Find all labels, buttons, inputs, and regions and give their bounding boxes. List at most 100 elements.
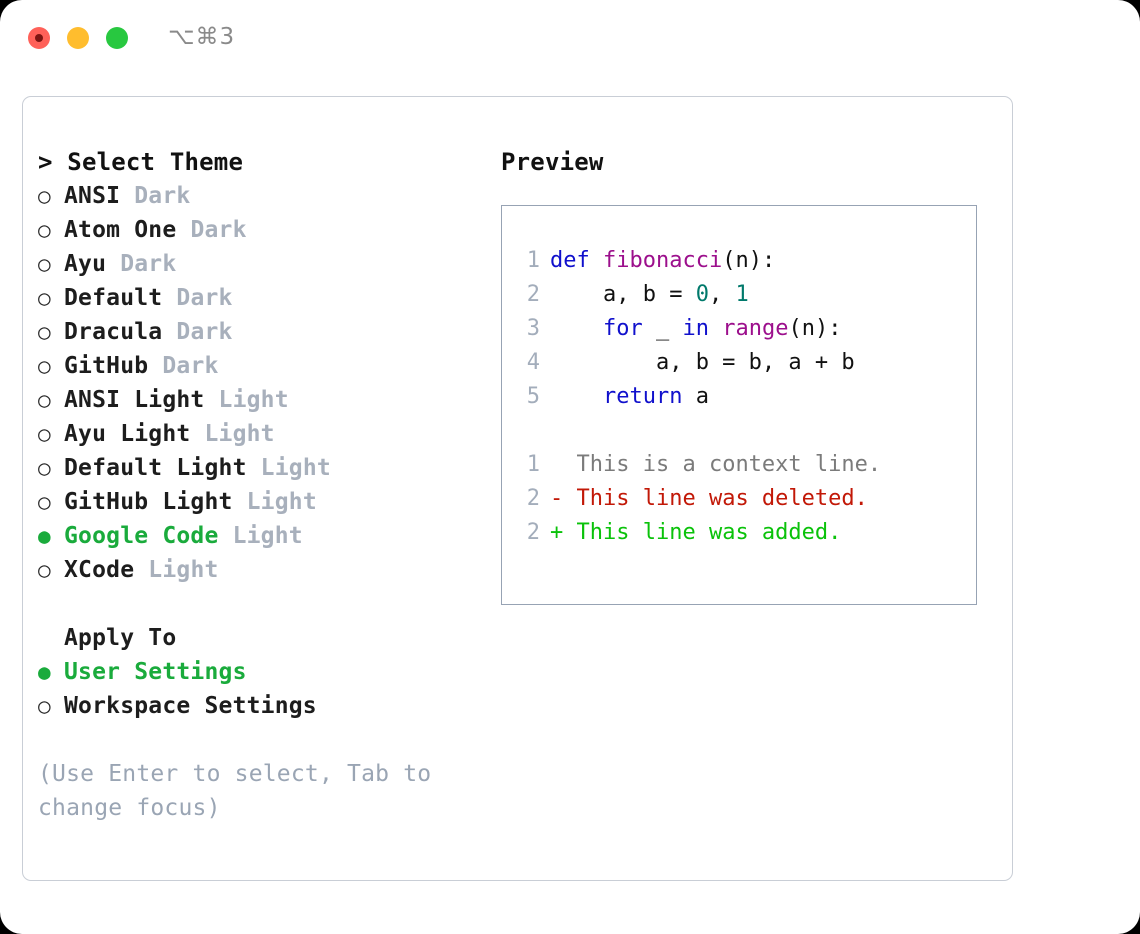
theme-option-github-light[interactable]: ○ GitHub Light Light: [38, 485, 468, 519]
line-number: 3: [526, 316, 540, 341]
theme-option-kind: Dark: [106, 251, 177, 277]
title-bar: ⌥⌘3: [0, 0, 1140, 78]
code-token-num: 1: [735, 282, 749, 307]
radio-unselected-icon: ○: [38, 218, 51, 242]
diff-line: 2+ This line was added.: [516, 516, 976, 550]
main-window-panel: > Select Theme ○ANSI Dark○Atom One Dark○…: [22, 96, 1013, 881]
line-number: 5: [526, 384, 540, 409]
code-line-text: return a: [550, 380, 709, 414]
apply-to-option-label: Workspace Settings: [64, 693, 317, 719]
radio-unselected-icon: ○: [38, 558, 51, 582]
theme-option-kind: Light: [134, 557, 219, 583]
code-line-text: for _ in range(n):: [550, 312, 841, 346]
code-line: 3 for _ in range(n):: [516, 312, 976, 346]
code-token-plain: [590, 248, 603, 273]
code-token-kw: return: [602, 384, 683, 409]
theme-option-label: GitHub Light: [64, 489, 233, 515]
theme-option-dracula[interactable]: ○Dracula Dark: [38, 315, 468, 349]
section-spacer: [38, 587, 468, 621]
apply-to-option-workspace-settings[interactable]: ○ Workspace Settings: [38, 689, 468, 723]
traffic-light-group: [28, 27, 128, 49]
theme-picker-column: > Select Theme ○ANSI Dark○Atom One Dark○…: [38, 145, 468, 825]
theme-option-ansi[interactable]: ○ANSI Dark: [38, 179, 468, 213]
theme-option-default[interactable]: ○Default Dark: [38, 281, 468, 315]
diff-line-text: This is a context line.: [576, 452, 882, 477]
apply-to-label: Apply To: [64, 625, 177, 651]
theme-option-kind: Light: [218, 523, 303, 549]
theme-option-kind: Dark: [120, 183, 191, 209]
code-token-plain: [709, 316, 722, 341]
code-line: 4 a, b = b, a + b: [516, 346, 976, 380]
theme-option-list[interactable]: ○ANSI Dark○Atom One Dark○Ayu Dark○Defaul…: [38, 179, 468, 587]
close-window-icon[interactable]: [28, 27, 50, 49]
theme-option-label: ANSI: [64, 183, 121, 209]
diff-line-text: This line was added.: [576, 520, 842, 545]
code-line: 2 a, b = 0, 1: [516, 278, 976, 312]
theme-option-atom-one[interactable]: ○Atom One Dark: [38, 213, 468, 247]
preview-title: Preview: [501, 148, 604, 176]
radio-unselected-icon: ○: [38, 388, 51, 412]
radio-unselected-icon: ○: [38, 252, 51, 276]
theme-option-google-code[interactable]: ● Google Code Light: [38, 519, 468, 553]
apply-to-option-user-settings[interactable]: ●User Settings: [38, 655, 468, 689]
line-number: 1: [526, 248, 540, 273]
theme-option-kind: Light: [246, 455, 331, 481]
line-number: 4: [526, 350, 540, 375]
code-token-plain: a, b =: [550, 282, 696, 307]
select-theme-header: > Select Theme: [38, 148, 244, 176]
theme-option-label: ANSI Light: [64, 387, 205, 413]
code-token-kw: in: [682, 316, 709, 341]
theme-option-label: GitHub: [64, 353, 149, 379]
diff-marker: -: [550, 486, 577, 511]
diff-spacer: [516, 414, 976, 448]
code-line-text: a, b = 0, 1: [550, 278, 749, 312]
theme-option-label: Ayu: [64, 251, 107, 277]
radio-unselected-icon: ○: [38, 422, 51, 446]
radio-unselected-icon: ○: [38, 694, 51, 718]
theme-option-kind: Light: [190, 421, 275, 447]
code-token-fn: range: [722, 316, 789, 341]
theme-option-kind: Dark: [148, 353, 219, 379]
theme-option-kind: Dark: [162, 319, 233, 345]
theme-option-github[interactable]: ○ GitHub Dark: [38, 349, 468, 383]
radio-unselected-icon: ○: [38, 456, 51, 480]
radio-unselected-icon: ○: [38, 490, 51, 514]
radio-selected-icon: ●: [38, 524, 51, 548]
code-token-plain: a: [682, 384, 709, 409]
theme-option-label: Ayu Light: [64, 421, 191, 447]
theme-option-ayu[interactable]: ○ Ayu Dark: [38, 247, 468, 281]
theme-option-label: XCode: [64, 557, 135, 583]
code-token-kw: for: [602, 316, 643, 341]
code-token-kw: def: [550, 248, 590, 273]
apply-to-option-list[interactable]: ●User Settings ○ Workspace Settings: [38, 655, 468, 723]
diff-line-number: 1: [526, 452, 540, 477]
maximize-window-icon[interactable]: [106, 27, 128, 49]
theme-option-xcode[interactable]: ○ XCode Light: [38, 553, 468, 587]
keyboard-shortcut-label: ⌥⌘3: [168, 24, 236, 50]
diff-sample-block: 1 This is a context line. 2- This line wa…: [516, 448, 976, 550]
code-token-fn: fibonacci: [603, 248, 723, 273]
code-line: 5 return a: [516, 380, 976, 414]
theme-option-ansi-light[interactable]: ○ANSI Light Light: [38, 383, 468, 417]
diff-line-text: This line was deleted.: [576, 486, 868, 511]
apply-to-option-label: User Settings: [64, 659, 247, 685]
code-token-plain: [550, 384, 603, 409]
code-token-num: 0: [695, 282, 709, 307]
code-line-text: a, b = b, a + b: [550, 346, 855, 380]
theme-option-ayu-light[interactable]: ○ Ayu Light Light: [38, 417, 468, 451]
theme-option-label: Google Code: [64, 523, 219, 549]
radio-unselected-icon: ○: [38, 354, 51, 378]
theme-option-default-light[interactable]: ○Default Light Light: [38, 451, 468, 485]
code-token-plain: (n):: [722, 248, 776, 273]
theme-option-kind: Light: [232, 489, 317, 515]
diff-marker: [550, 448, 577, 482]
radio-unselected-icon: ○: [38, 286, 51, 310]
theme-option-label: Dracula: [64, 319, 163, 345]
diff-line-number: 2: [526, 520, 540, 545]
minimize-window-icon[interactable]: [67, 27, 89, 49]
theme-option-kind: Dark: [162, 285, 233, 311]
